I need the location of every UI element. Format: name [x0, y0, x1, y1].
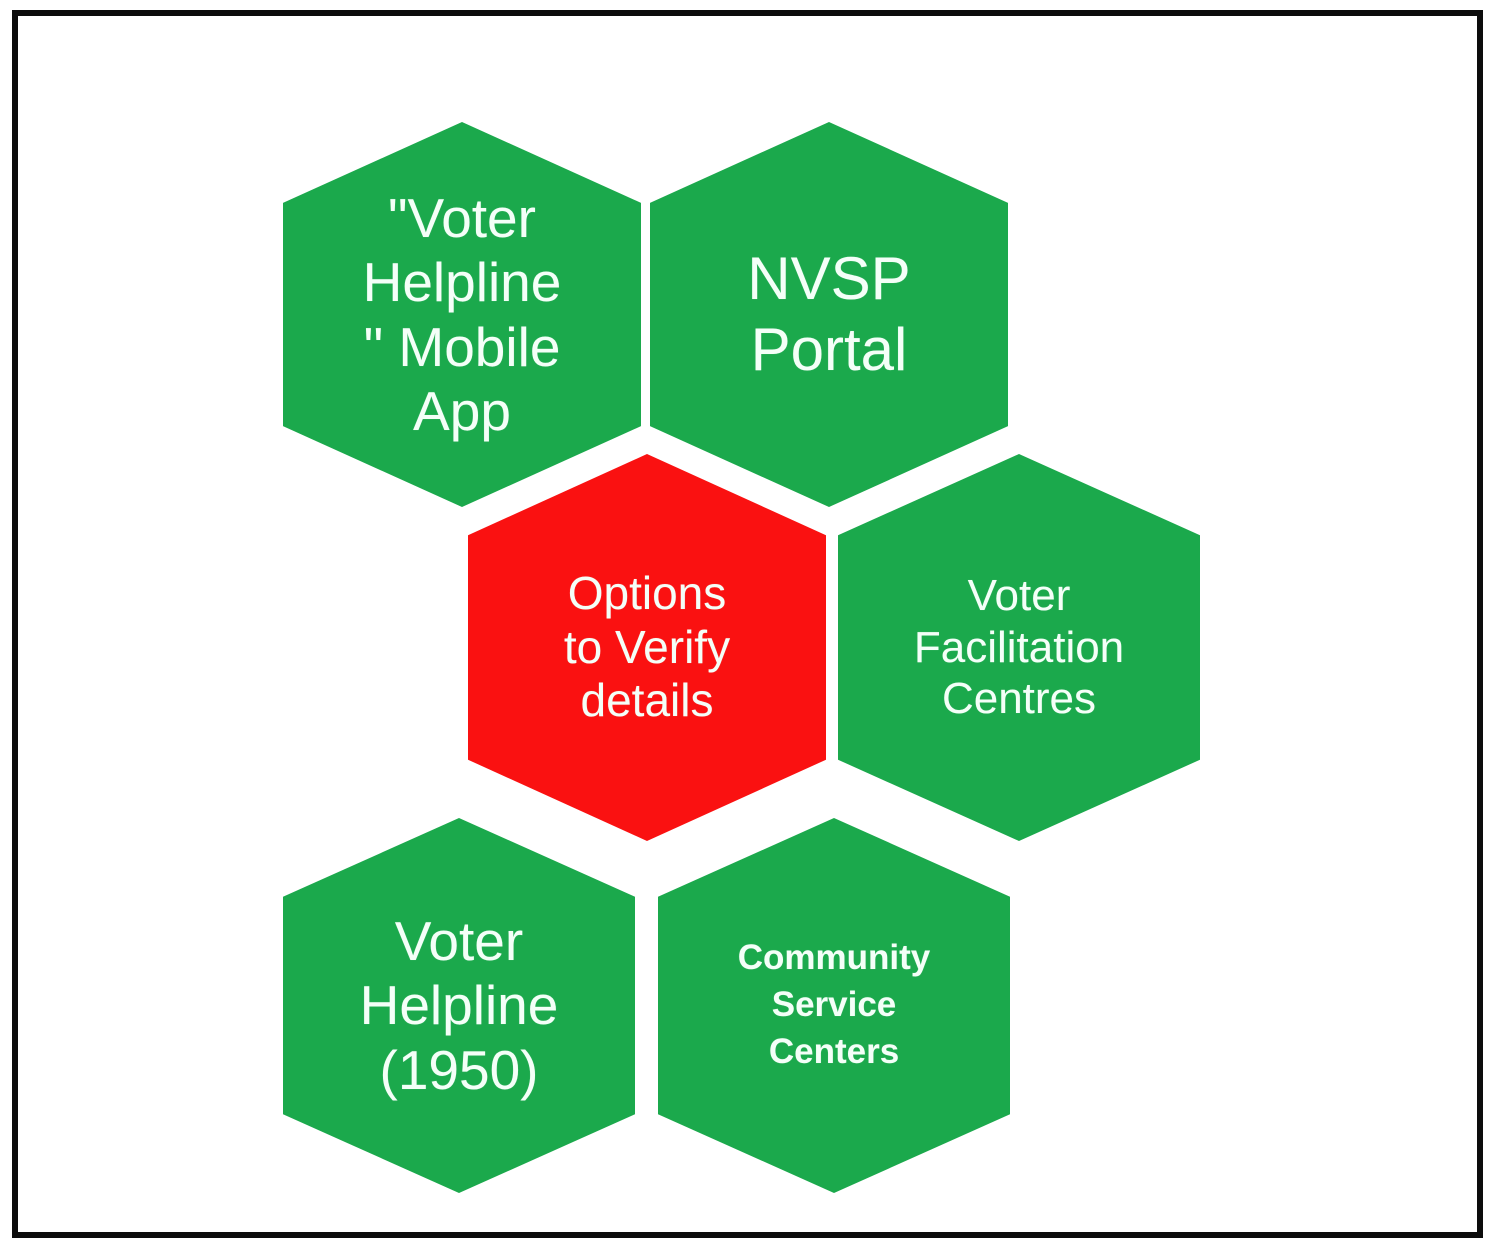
hexagon-label-community-service-centers: Community Service Centers [737, 938, 931, 1071]
hexagon-label-voter-facilitation-centres: Voter Facilitation Centres [913, 571, 1125, 724]
hexagon-voter-helpline-mobile-app[interactable]: "Voter Helpline " Mobile App [283, 122, 641, 507]
hexagon-voter-helpline-1950[interactable]: Voter Helpline (1950) [283, 818, 635, 1193]
hexagon-voter-facilitation-centres[interactable]: Voter Facilitation Centres [838, 454, 1200, 841]
hexagon-options-to-verify-details[interactable]: Options to Verify details [468, 454, 826, 841]
hexagon-label-voter-helpline-mobile-app: "Voter Helpline " Mobile App [362, 186, 562, 442]
hexagon-label-options-to-verify-details: Options to Verify details [563, 566, 731, 727]
hexagon-community-service-centers[interactable]: Community Service Centers [658, 818, 1010, 1193]
hexagon-label-nvsp-portal: NVSP Portal [747, 245, 911, 383]
hexagon-label-voter-helpline-1950: Voter Helpline (1950) [359, 909, 559, 1101]
hexagon-nvsp-portal[interactable]: NVSP Portal [650, 122, 1008, 507]
